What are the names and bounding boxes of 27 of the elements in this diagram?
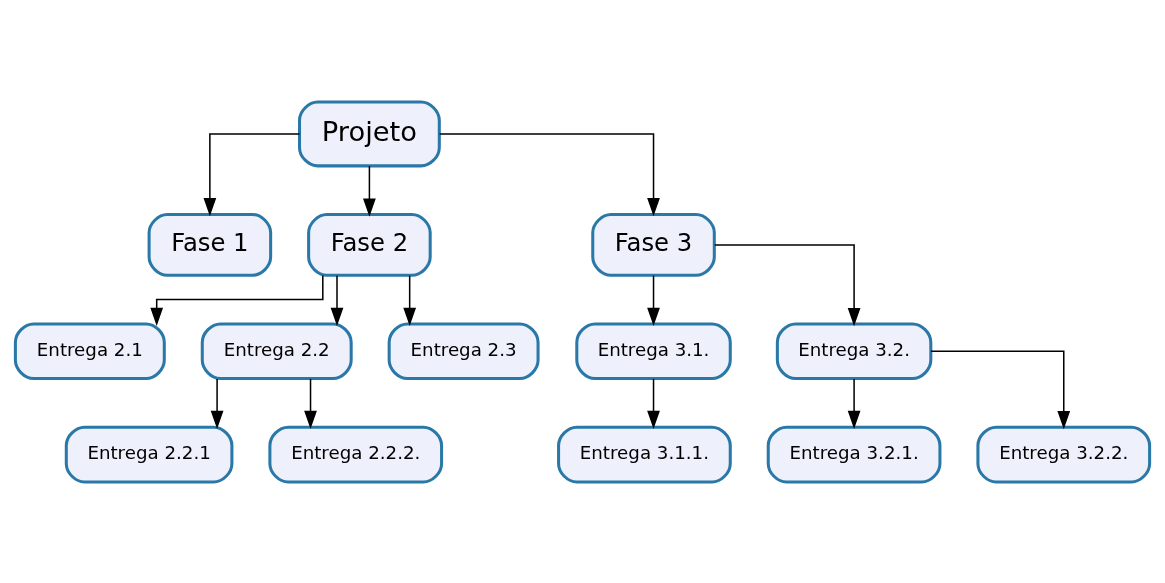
node-box: Entrega 2.1: [13, 321, 166, 380]
node-box: Fase 1: [147, 212, 273, 277]
arrow: [647, 274, 660, 326]
arrow: [930, 350, 1071, 429]
arrow: [438, 132, 660, 216]
arrow: [363, 164, 376, 217]
node-box: Entrega 3.1.1.: [557, 425, 732, 483]
arrow: [403, 274, 417, 326]
node-box: Projeto: [298, 100, 441, 167]
node-box: Entrega 2.3: [387, 321, 540, 380]
node-box: Entrega 2.2.1: [64, 425, 234, 483]
node-box: Entrega 2.2.2.: [268, 425, 444, 483]
node-box: Fase 3: [591, 212, 716, 277]
node-box: Entrega 3.1.: [575, 321, 732, 380]
node-box: Entrega 3.2.1.: [766, 425, 942, 483]
arrow: [304, 377, 317, 429]
arrow: [150, 274, 324, 326]
node-box: Entrega 3.2.2.: [976, 425, 1152, 483]
arrow: [330, 274, 344, 326]
arrow: [210, 377, 224, 429]
node-box: Entrega 2.2: [200, 321, 353, 380]
node-box: Fase 2: [307, 212, 432, 277]
node-box: Entrega 3.2.: [775, 321, 933, 380]
arrow: [714, 243, 861, 326]
arrow: [647, 377, 660, 429]
arrow: [847, 377, 861, 429]
arrow: [203, 132, 301, 216]
